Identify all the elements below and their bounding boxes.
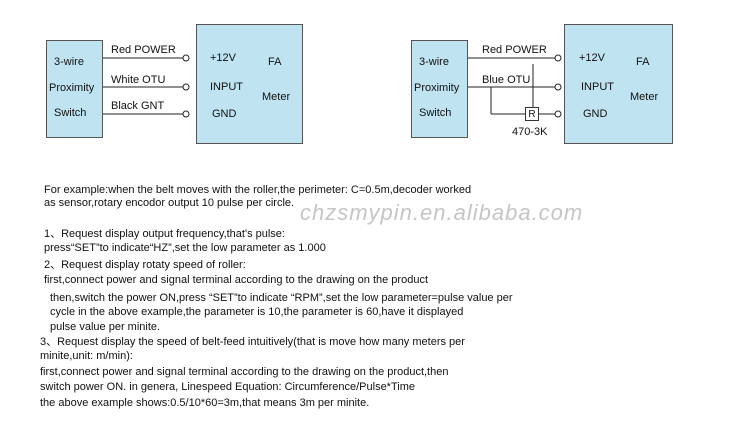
right-sensor-line-3: Switch bbox=[419, 107, 452, 119]
text-line-11: minite,unit: m/min): bbox=[40, 350, 133, 362]
text-line-14: the above example shows:0.5/10*60=3m,tha… bbox=[40, 397, 370, 409]
right-sensor-line-2: Proximity bbox=[414, 82, 460, 94]
left-sensor-line-1: 3-wire bbox=[54, 56, 84, 68]
resistor-symbol: R bbox=[525, 107, 539, 121]
text-line-4: press“SET”to indicate“HZ”,set the low pa… bbox=[44, 242, 326, 254]
left-sensor-line-2: Proximity bbox=[49, 82, 95, 94]
text-line-5: 2、Request display rotaty speed of roller… bbox=[44, 259, 246, 271]
right-meter-box bbox=[564, 24, 673, 144]
text-line-10: 3、Request display the speed of belt-feed… bbox=[40, 336, 465, 348]
resistor-value: 470-3K bbox=[512, 126, 548, 138]
left-terminal-input: INPUT bbox=[210, 81, 243, 93]
left-terminal-12v: +12V bbox=[210, 52, 236, 64]
text-line-1: For example:when the belt moves with the… bbox=[44, 184, 472, 196]
left-meter-fa: FA bbox=[268, 56, 282, 68]
watermark: chzsmypin.en.alibaba.com bbox=[300, 200, 584, 225]
left-wire-label-gnd: Black GNT bbox=[111, 100, 165, 112]
text-line-7: then,switch the power ON,press “SET”to i… bbox=[50, 292, 513, 304]
right-terminal-input: INPUT bbox=[581, 81, 614, 93]
left-sensor-line-3: Switch bbox=[54, 107, 87, 119]
right-meter-fa: FA bbox=[636, 56, 650, 68]
right-wire-label-power: Red POWER bbox=[482, 44, 547, 56]
left-terminal-gnd: GND bbox=[212, 108, 237, 120]
left-meter-label: Meter bbox=[262, 91, 291, 103]
left-meter-box bbox=[196, 24, 303, 144]
left-wire-label-otu: White OTU bbox=[111, 74, 166, 86]
left-wire-label-power: Red POWER bbox=[111, 44, 176, 56]
text-line-13: switch power ON. in genera, Linespeed Eq… bbox=[40, 381, 415, 393]
right-wire-label-otu: Blue OTU bbox=[482, 74, 531, 86]
text-line-12: first,connect power and signal terminal … bbox=[40, 366, 449, 378]
right-sensor-line-1: 3-wire bbox=[419, 56, 449, 68]
text-line-9: pulse value per minite. bbox=[50, 321, 161, 333]
text-line-6: first,connect power and signal terminal … bbox=[44, 274, 428, 286]
text-line-2: as sensor,rotary encodor output 10 pulse… bbox=[44, 197, 295, 209]
right-sensor-box bbox=[411, 40, 468, 138]
text-line-8: cycle in the above example,the parameter… bbox=[50, 306, 464, 318]
right-terminal-12v: +12V bbox=[579, 52, 605, 64]
text-line-3: 1、Request display output frequency,that'… bbox=[44, 228, 285, 240]
right-terminal-gnd: GND bbox=[583, 108, 608, 120]
left-sensor-box bbox=[46, 40, 103, 138]
right-meter-label: Meter bbox=[630, 91, 659, 103]
